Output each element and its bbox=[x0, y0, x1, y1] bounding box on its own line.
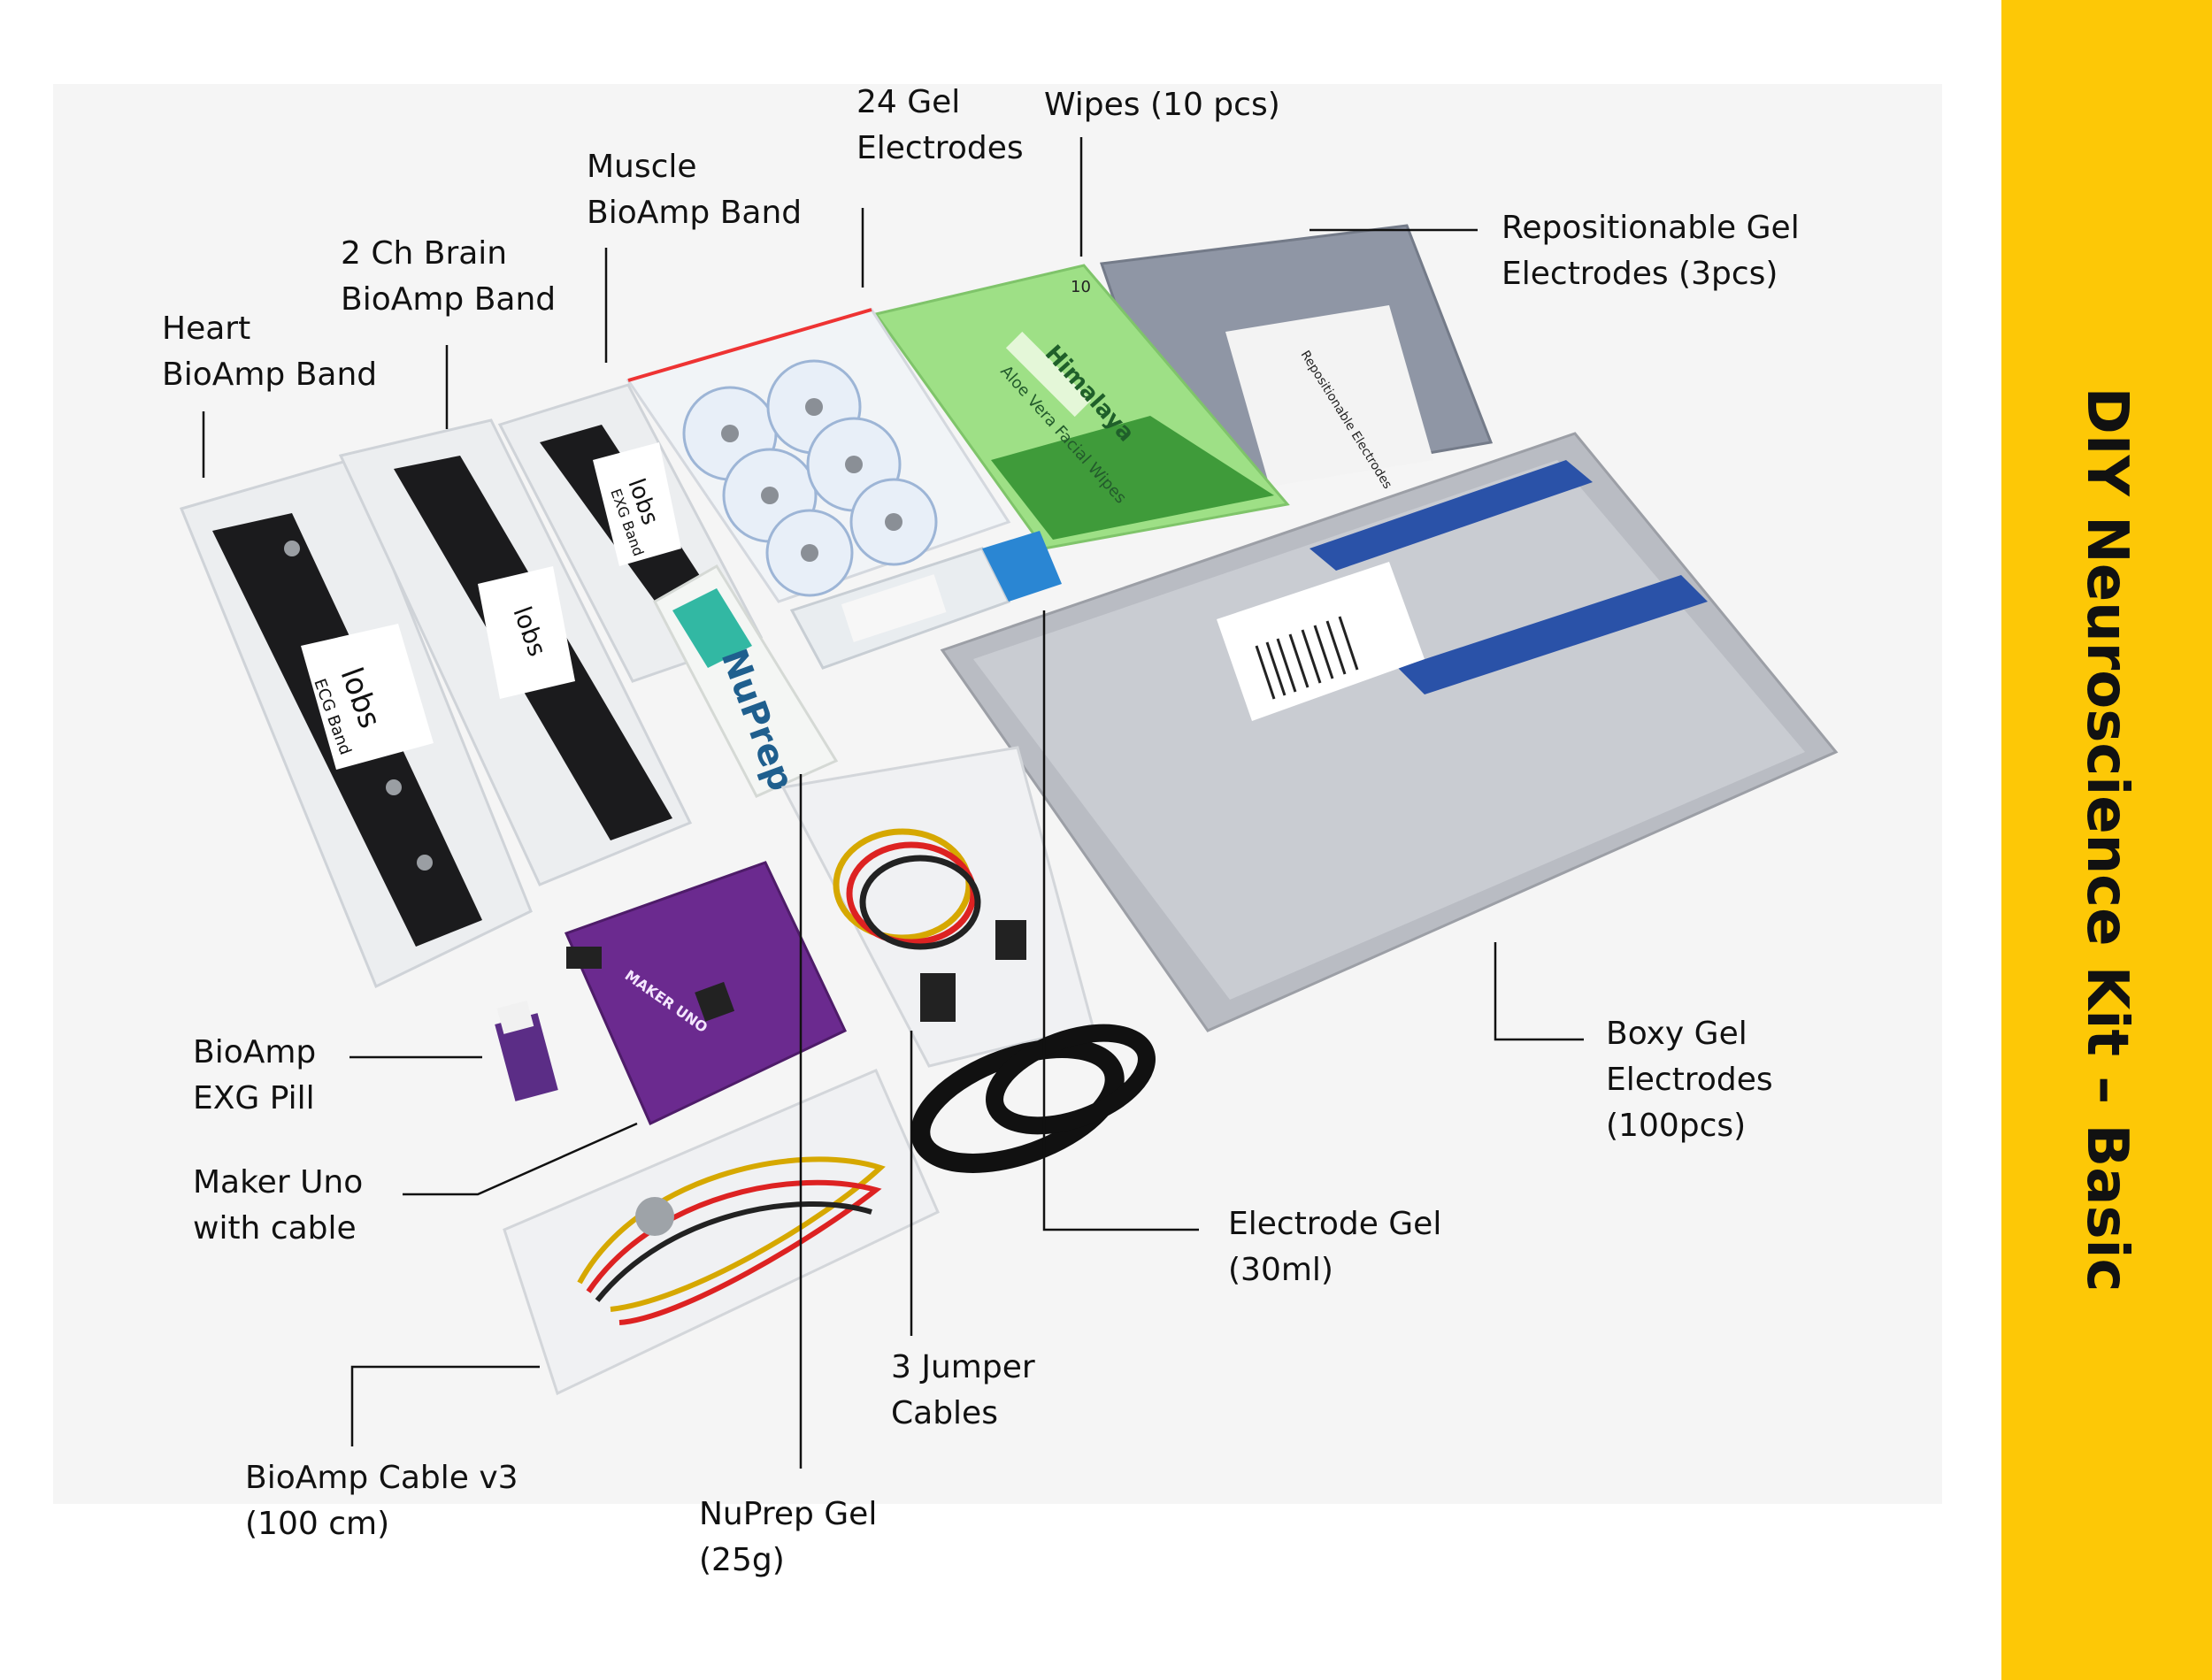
wipes-count-text: 10 bbox=[1071, 278, 1091, 296]
label-heart-bioamp-band: Heart BioAmp Band bbox=[162, 311, 378, 393]
label-bioamp-cable: BioAmp Cable v3 (100 cm) bbox=[245, 1460, 518, 1542]
kit-title: DIY Neuroscience Kit – Basic bbox=[2074, 387, 2139, 1293]
electrode-gel-bottle bbox=[789, 531, 1062, 670]
gel-electrodes-bag bbox=[626, 308, 1011, 603]
jumper-cables-bag bbox=[780, 746, 1094, 1068]
label-wipes: Wipes (10 pcs) bbox=[1044, 87, 1280, 123]
maker-uno-board: MAKER UNO bbox=[564, 861, 847, 1126]
label-nuprep-gel: NuPrep Gel (25g) bbox=[699, 1496, 878, 1578]
label-repositionable-electrodes: Repositionable Gel Electrodes (3pcs) bbox=[1502, 210, 1800, 292]
bioamp-exg-pill bbox=[495, 1000, 558, 1101]
leader-maker-uno bbox=[403, 1122, 638, 1196]
kit-product-photo: Repositionable Electrodes Himalaya Aloe … bbox=[179, 137, 1839, 1469]
usb-cable-coil bbox=[910, 1024, 1156, 1173]
boxy-gel-electrodes-pack bbox=[940, 432, 1839, 1032]
label-jumper-cables: 3 Jumper Cables bbox=[891, 1349, 1035, 1431]
brain-bioamp-band: lobs bbox=[338, 418, 693, 886]
label-electrode-gel: Electrode Gel (30ml) bbox=[1228, 1206, 1442, 1288]
label-exg-pill: BioAmp EXG Pill bbox=[193, 1034, 317, 1116]
heart-bioamp-band: lobs ECG Band bbox=[179, 458, 533, 989]
leader-boxy bbox=[1494, 942, 1584, 1041]
label-maker-uno: Maker Uno with cable bbox=[193, 1164, 364, 1247]
label-muscle-bioamp-band: Muscle BioAmp Band bbox=[587, 149, 803, 231]
leader-bioamp-cable bbox=[350, 1365, 540, 1446]
label-boxy-gel-electrodes: Boxy Gel Electrodes (100pcs) bbox=[1606, 1016, 1773, 1144]
callout-leader-lines bbox=[202, 137, 1584, 1469]
nuprep-gel-tube: NuPrep bbox=[653, 564, 839, 798]
wipes-pack: Himalaya Aloe Vera Facial Wipes 10 bbox=[873, 264, 1290, 550]
side-banner bbox=[2001, 0, 2212, 1680]
label-brain-bioamp-band: 2 Ch Brain BioAmp Band bbox=[341, 235, 557, 318]
leader-electrode-gel bbox=[1042, 610, 1199, 1231]
bioamp-cable-bag bbox=[503, 1069, 940, 1396]
label-gel-electrodes: 24 Gel Electrodes bbox=[856, 84, 1024, 166]
